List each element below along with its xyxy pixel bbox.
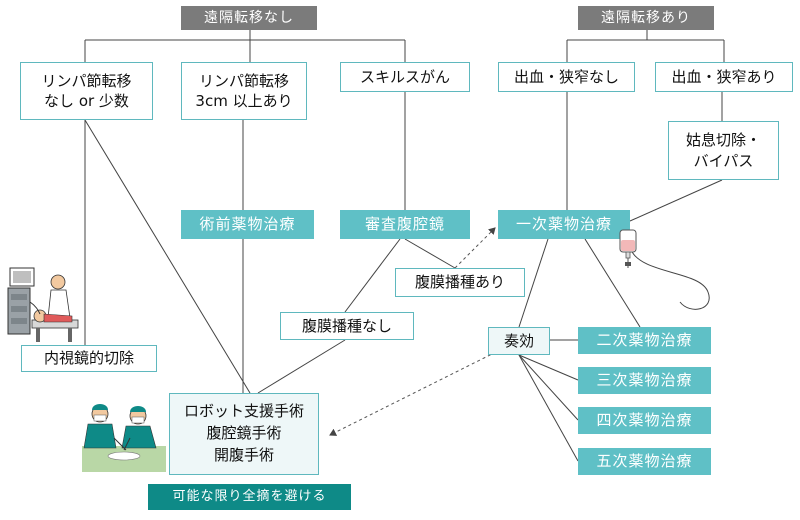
box-fourth-line-chemotherapy: 四次薬物治療 <box>578 407 711 434</box>
box-preoperative-chemotherapy: 術前薬物治療 <box>181 210 314 239</box>
box-lymph-node-none-or-few: リンパ節転移 なし or 少数 <box>20 62 153 120</box>
box-staging-laparoscopy: 審査腹腔鏡 <box>340 210 470 239</box>
box-surgery-options: ロボット支援手術 腹腔鏡手術 開腹手術 <box>169 393 319 475</box>
box-peritoneal-dissemination-absent: 腹膜播種なし <box>280 312 414 340</box>
surgeons-illustration <box>82 404 166 472</box>
box-peritoneal-dissemination-present: 腹膜播種あり <box>395 268 525 297</box>
box-first-line-chemotherapy: 一次薬物治療 <box>498 210 630 239</box>
label-avoid-total-gastrectomy: 可能な限り全摘を避ける <box>148 484 351 510</box>
iv-drip-bag-icon <box>619 229 637 268</box>
box-second-line-chemotherapy: 二次薬物治療 <box>578 327 711 354</box>
box-response: 奏効 <box>488 327 550 355</box>
header-no-distant-metastasis: 遠隔転移なし <box>181 6 317 30</box>
box-lymph-node-3cm: リンパ節転移 3cm 以上あり <box>181 62 307 120</box>
box-no-bleeding-stenosis: 出血・狭窄なし <box>498 62 635 92</box>
box-scirrhous-cancer: スキルスがん <box>340 62 470 92</box>
header-distant-metastasis: 遠隔転移あり <box>578 6 714 30</box>
box-endoscopic-resection: 内視鏡的切除 <box>21 345 157 372</box>
box-fifth-line-chemotherapy: 五次薬物治療 <box>578 448 711 475</box>
box-palliative-resection-bypass: 姑息切除・ バイパス <box>668 121 779 180</box>
box-bleeding-stenosis: 出血・狭窄あり <box>655 62 793 92</box>
box-third-line-chemotherapy: 三次薬物治療 <box>578 367 711 394</box>
endoscopy-exam-illustration <box>7 267 79 342</box>
